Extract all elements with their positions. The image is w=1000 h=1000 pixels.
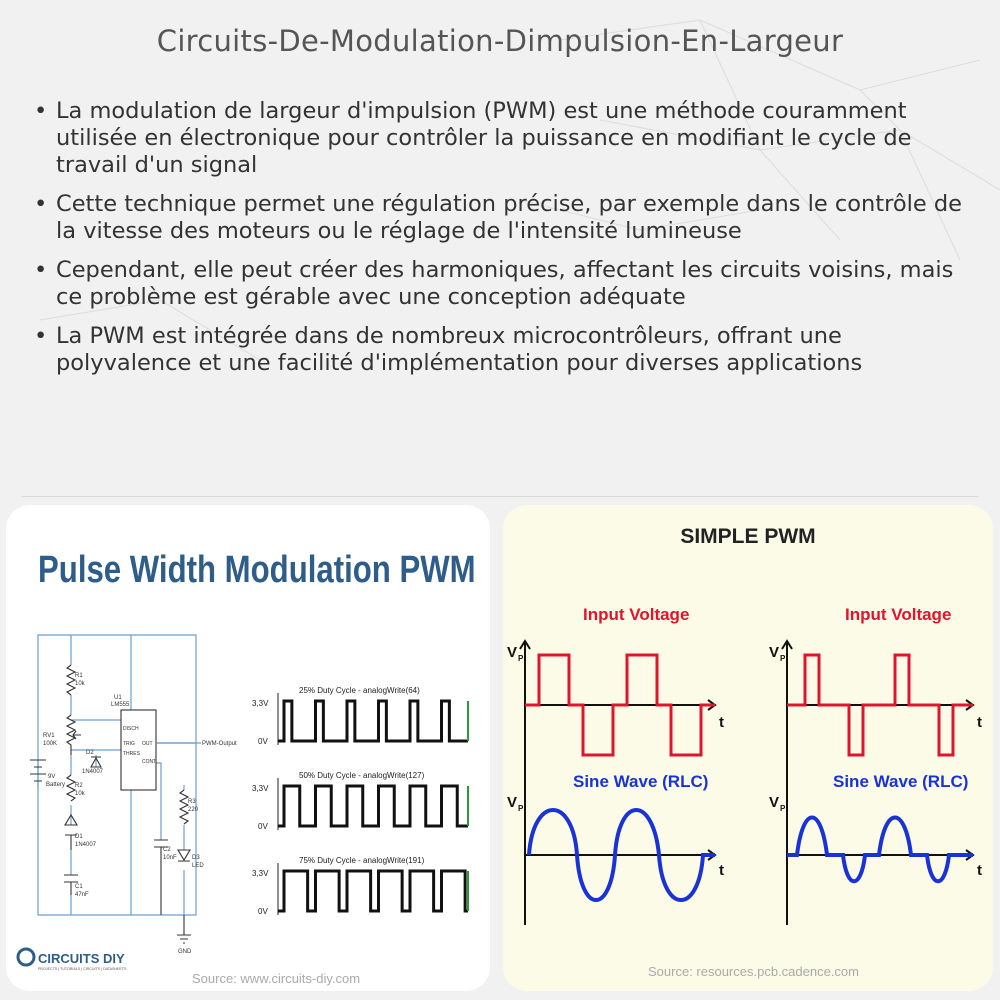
pin-thres: THRES [123,751,141,757]
vp-subscript: P [518,654,524,663]
voltage-high-label: 3,3V [252,869,269,878]
battery-label: Battery [46,782,65,788]
duty-cycle-label: 75% Duty Cycle - analogWrite(191) [299,856,425,865]
duty-cycle-label: 50% Duty Cycle - analogWrite(127) [299,771,425,780]
u1-value: LM555 [111,702,130,708]
vp-subscript: P [780,654,786,663]
vp-label: V [507,644,517,661]
vp-subscript: P [518,804,524,813]
bullet-item: • Cette technique permet une régulation p… [30,191,970,245]
input-voltage-label-1: Input Voltage [583,605,689,624]
voltage-low-label: 0V [258,737,268,746]
pwm-diagram-image: Pulse Width Modulation PWM [6,505,490,991]
pin-cont: CONT [142,759,156,765]
bullet-text: La PWM est intégrée dans de nombreux mic… [56,323,863,376]
d1-label: D1 [75,834,83,840]
r3-value: 220 [188,807,199,813]
d2-label: D2 [86,750,94,756]
r1-label: R1 [75,673,83,679]
c1-label: C1 [75,884,83,890]
duty-cycle-waveform [278,699,468,743]
d3-label: D3 [192,855,200,861]
circuits-diy-logo: CIRCUITS DIY PROJECTS | TUTORIALS | CIRC… [16,947,127,971]
right-image-source: Source: resources.pcb.cadence.com [648,964,859,979]
bullet-item: • La modulation de largeur d'impulsion (P… [30,98,970,179]
logo-subtext: PROJECTS | TUTORIALS | CIRCUITS | DATASH… [38,967,127,971]
vp-label: V [769,644,779,661]
duty-cycle-waveform [278,784,468,828]
sine-wave-label-1: Sine Wave (RLC) [573,772,708,791]
bullet-text: La modulation de largeur d'impulsion (PW… [56,98,912,178]
duty-cycle-waveform [278,869,468,913]
r3-label: R3 [188,799,196,805]
c2-label: C2 [163,847,171,853]
sine-wave-label-2: Sine Wave (RLC) [833,772,968,791]
duty-cycle-waveforms: 25% Duty Cycle - analogWrite(64) 3,3V 0V 50… [252,686,469,916]
background-network-lines [39,19,1000,361]
bullet-dot: • [34,323,48,349]
voltage-low-label: 0V [258,907,268,916]
d1-value: 1N4007 [75,842,97,848]
battery-voltage: 9V [48,774,55,780]
pwm-circuit-and-waveforms: R1 10k RV1 100K R2 10k D1 1N4007 D2 1N40… [16,634,469,971]
t-label: t [719,862,724,879]
pin-trig: TRIG [123,741,135,747]
simple-pwm-graphs: Input Voltage Input Voltage Sine Wave (R… [507,605,982,925]
vp-label: V [507,794,517,811]
duty-cycle-label: 25% Duty Cycle - analogWrite(64) [299,686,420,695]
vp-label: V [769,794,779,811]
pin-disch: DISCH [123,726,139,732]
r2-label: R2 [75,783,83,789]
bullet-text: Cette technique permet une régulation pr… [56,191,962,244]
circuit-components [30,664,191,944]
circuit-labels: R1 10k RV1 100K R2 10k D1 1N4007 D2 1N40… [43,673,237,955]
bullet-dot: • [34,98,48,124]
sine-wave-output-wide [527,808,715,902]
pwm-image-title: Pulse Width Modulation PWM [38,549,476,591]
left-image-source: Source: www.circuits-diy.com [192,971,361,986]
page-title: Circuits-De-Modulation-Dimpulsion-En-Lar… [156,24,844,58]
rv1-label: RV1 [43,733,55,739]
d2-value: 1N4007 [82,769,104,775]
r2-value: 10k [75,791,86,797]
pin-out: OUT [142,741,153,747]
voltage-high-label: 3,3V [252,699,269,708]
t-label: t [719,714,724,731]
vp-subscript: P [780,804,786,813]
simple-pwm-title: SIMPLE PWM [680,525,816,548]
pwm-output-label: PWM-Output [202,741,237,747]
circuit-schematic [37,634,197,916]
bullet-list: • La modulation de largeur d'impulsion (P… [30,98,970,389]
input-voltage-waveform-narrow [787,653,973,757]
c2-value: 10nF [163,855,177,861]
voltage-high-label: 3,3V [252,784,269,793]
logo-text: CIRCUITS DIY [38,951,125,966]
r1-value: 10k [75,681,86,687]
bullet-item: • Cependant, elle peut créer des harmoniq… [30,257,970,311]
voltage-low-label: 0V [258,822,268,831]
u1-label: U1 [114,695,122,701]
input-voltage-label-2: Input Voltage [845,605,951,624]
rv1-value: 100K [43,741,57,747]
bullet-dot: • [34,257,48,283]
c1-value: 47nF [75,892,89,898]
bullet-text: Cependant, elle peut créer des harmoniqu… [56,257,954,310]
input-voltage-waveform-50 [525,653,715,757]
section-divider [22,496,978,497]
sine-wave-output-narrow [787,815,973,884]
d3-value: LED [192,863,204,869]
t-label: t [977,714,982,731]
bullet-item: • La PWM est intégrée dans de nombreux mi… [30,323,970,377]
gnd-label: GND [178,949,192,955]
bullet-dot: • [34,191,48,217]
simple-pwm-image: SIMPLE PWM Input Voltage Input Voltage S… [503,505,993,991]
t-label: t [977,862,982,879]
